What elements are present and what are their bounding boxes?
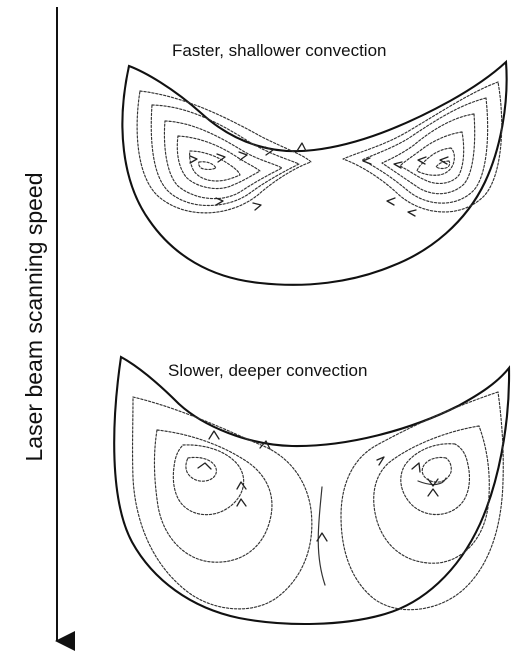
speed-axis-label: Laser beam scanning speed	[21, 173, 47, 462]
faster-convection-panel: Faster, shallower convection	[122, 41, 506, 285]
faster-convection-title: Faster, shallower convection	[172, 41, 387, 60]
deep-melt-pool-outline	[114, 357, 509, 624]
shallow-melt-pool-outline	[122, 62, 506, 285]
slower-convection-title: Slower, deeper convection	[168, 361, 367, 380]
slower-convection-panel: Slower, deeper convection	[114, 357, 509, 624]
scanning-speed-axis: Laser beam scanning speed	[21, 7, 57, 641]
